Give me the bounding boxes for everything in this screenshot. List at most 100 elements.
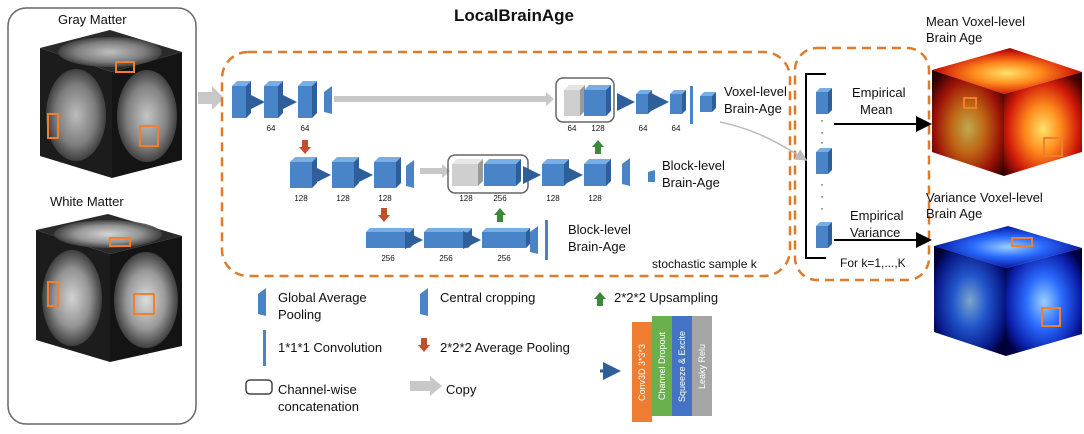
level1-copy-arrow [334, 92, 554, 106]
legend-concat-icon [245, 379, 273, 395]
white-matter-cube [36, 214, 182, 362]
level1-conv [690, 86, 693, 124]
legend-concat-line1: Channel-wise [278, 382, 357, 397]
voxel-level-output-line1: Voxel-level [724, 84, 787, 99]
level2-chan-label-1: 128 [294, 194, 308, 203]
level2-block-2 [332, 157, 359, 188]
sample-dot-4: · [820, 189, 824, 203]
sample-dot-5: · [820, 201, 824, 215]
level2-chan-label-2: 128 [336, 194, 350, 203]
sample-dot-3: · [820, 177, 824, 191]
sample-range-label: For k=1,...,K [840, 256, 906, 270]
block-level-output-line2: Brain-Age [662, 175, 720, 190]
level1-block-2 [264, 81, 283, 118]
level1-chan-label-2: 64 [300, 124, 310, 133]
legend-gap-line1: Global Average [278, 290, 367, 305]
legend-concat-line2: concatenation [278, 399, 359, 414]
level1-chan-label-1: 64 [266, 124, 276, 133]
level3-block-1 [366, 228, 414, 248]
level3-block-3 [482, 228, 530, 248]
empirical-variance-line2: Variance [850, 225, 901, 240]
level3-chan-label-1: 256 [381, 254, 395, 263]
stochastic-sample-label: stochastic sample k [652, 257, 757, 271]
block-level-3-output-line2: Brain-Age [568, 239, 626, 254]
variance-output-label-line2: Brain Age [926, 206, 983, 221]
sample-block-1 [816, 88, 832, 114]
level1-concat-label-2: 128 [591, 124, 605, 133]
legend-copy-label: Copy [446, 382, 477, 397]
legend-copy-icon [410, 376, 442, 396]
sample-block-2 [816, 148, 832, 174]
input-arrow [198, 86, 224, 110]
level2-concat-label-2: 256 [493, 194, 507, 203]
level1-chan-label-3: 64 [638, 124, 648, 133]
level1-concat-box [555, 77, 615, 123]
legend-pool-label: 2*2*2 Average Pooling [440, 340, 570, 355]
sampling-dashed-box [793, 46, 931, 282]
voxel-to-sample-arrow [719, 121, 808, 161]
gray-matter-label: Gray Matter [58, 12, 127, 27]
level3-chan-label-2: 256 [439, 254, 453, 263]
legend-crop-icon [420, 288, 428, 316]
level1-block-3 [298, 81, 317, 118]
white-matter-label: White Matter [50, 194, 124, 209]
sampling-bracket [805, 73, 826, 259]
level1-chan-label-4: 64 [671, 124, 681, 133]
legend-upsample-icon [594, 292, 606, 306]
level3-chan-label-3: 256 [497, 254, 511, 263]
variance-output-label-line1: Variance Voxel-level [926, 190, 1043, 205]
legend-layer-squeeze-excite: Squeeze & Excite [672, 316, 692, 416]
level2-block-3 [374, 157, 401, 188]
level1-crop [324, 86, 332, 114]
level1-concat-gray [564, 85, 585, 116]
mean-output-label-line1: Mean Voxel-level [926, 14, 1025, 29]
level2-concat-blue [484, 159, 521, 186]
gray-matter-cube [40, 30, 182, 178]
empirical-mean-line1: Empirical [852, 85, 906, 100]
legend-pool-icon [418, 338, 430, 352]
diagram-title: LocalBrainAge [454, 6, 574, 25]
legend-layer-leaky-relu: Leaky Relu [692, 316, 712, 416]
level2-chan-label-4: 128 [546, 194, 560, 203]
voxel-level-output-line2: Brain-Age [724, 101, 782, 116]
level3-gap [530, 226, 538, 254]
mean-output-label-line2: Brain Age [926, 30, 983, 45]
level1-block-4 [636, 90, 652, 114]
level1-up-arrow [592, 140, 604, 154]
legend-upsample-label: 2*2*2 Upsampling [614, 290, 719, 305]
level2-output-gap [648, 170, 655, 182]
empirical-mean-line2: Mean [860, 102, 893, 117]
level1-block-1 [232, 81, 251, 118]
block-level-output-line1: Block-level [662, 158, 725, 173]
level2-gap [622, 158, 630, 186]
level1-block-5 [670, 90, 686, 114]
legend-crop-label: Central cropping [440, 290, 536, 305]
sample-dot-0: · [820, 113, 824, 127]
level3-down-arrow [378, 208, 390, 222]
level2-up-arrow [494, 208, 506, 222]
block-level-3-output-line1: Block-level [568, 222, 631, 237]
legend-layer-dropout: Channel Dropout [652, 316, 672, 416]
level2-crop [406, 160, 414, 188]
empirical-variance-line1: Empirical [850, 208, 904, 223]
level2-block-1 [290, 157, 317, 188]
level2-concat-gray [452, 159, 483, 186]
level1-concat-label-1: 64 [567, 124, 577, 133]
level1-output-block [700, 92, 716, 112]
level2-chan-label-3: 128 [378, 194, 392, 203]
level2-chan-label-5: 128 [588, 194, 602, 203]
legend-conv-label: 1*1*1 Convolution [278, 340, 383, 355]
sample-dot-2: · [820, 135, 824, 149]
variance-brain-age-cube [934, 226, 1082, 356]
level1-concat-blue [584, 85, 611, 116]
sample-dot-1: · [820, 125, 824, 139]
mean-brain-age-cube [932, 48, 1082, 176]
level3-conv [545, 220, 548, 260]
sample-block-3 [816, 222, 832, 248]
input-panel [7, 7, 197, 425]
legend-gap-line2: Pooling [278, 307, 322, 322]
level2-block-5 [584, 159, 611, 186]
level2-down-arrow [299, 140, 311, 154]
